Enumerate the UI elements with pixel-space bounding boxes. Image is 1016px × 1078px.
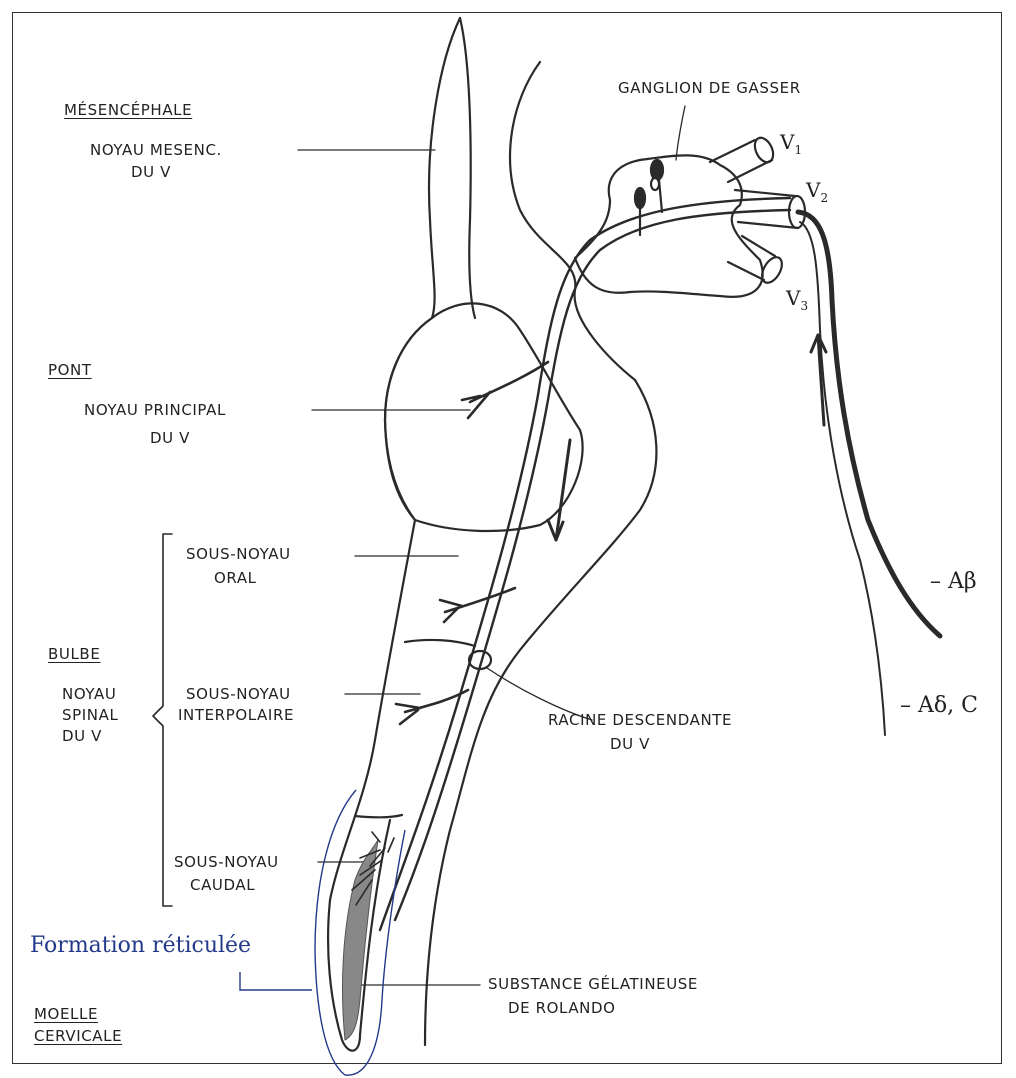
brainstem-right-contour xyxy=(425,62,656,1045)
region-moelle-line2: CERVICALE xyxy=(34,1026,122,1046)
label-a-delta-c: – Aδ, C xyxy=(900,696,978,716)
label-racine-line1: RACINE DESCENDANTE xyxy=(548,710,732,730)
label-v2-letter: V xyxy=(806,178,820,202)
reticular-formation-leader xyxy=(240,972,312,990)
brainstem-inner-contour xyxy=(460,18,475,318)
label-v2: V2 xyxy=(806,180,828,208)
label-ganglion: GANGLION DE GASSER xyxy=(618,78,801,98)
label-spinal-line3: DU V xyxy=(62,726,102,746)
v3-branch xyxy=(728,236,775,280)
label-substance-line2: DE ROLANDO xyxy=(508,998,616,1018)
leader-ganglion xyxy=(676,106,685,160)
label-principal-line2: DU V xyxy=(150,428,190,448)
ganglion-cell-1 xyxy=(651,160,663,180)
descending-root-inner xyxy=(380,198,790,930)
region-mesencephale: MÉSENCÉPHALE xyxy=(64,100,192,120)
label-mesenc-line1: NOYAU MESENC. xyxy=(90,140,222,160)
pons-outline xyxy=(385,303,583,531)
label-oral-line2: ORAL xyxy=(214,568,257,588)
label-caudal-line2: CAUDAL xyxy=(190,875,255,895)
label-substance-line1: SUBSTANCE GÉLATINEUSE xyxy=(488,974,698,994)
label-mesenc-line2: DU V xyxy=(131,162,171,182)
ganglion-cell-3 xyxy=(651,178,659,190)
label-v1: V1 xyxy=(780,132,802,160)
ganglion-cell-2 xyxy=(635,188,645,208)
label-oral-line1: SOUS-NOYAU xyxy=(186,544,291,564)
a-beta-fiber xyxy=(798,212,940,636)
a-delta-c-fiber xyxy=(800,222,885,735)
label-v2-sub: 2 xyxy=(820,191,828,205)
label-spinal-line2: SPINAL xyxy=(62,705,118,725)
label-v1-letter: V xyxy=(780,130,794,154)
label-caudal-line1: SOUS-NOYAU xyxy=(174,852,279,872)
collateral-oral xyxy=(440,588,515,622)
region-pont: PONT xyxy=(48,360,92,380)
label-racine-line2: DU V xyxy=(610,734,650,754)
spinal-nucleus-brace xyxy=(153,534,172,906)
label-v1-sub: 1 xyxy=(794,143,802,157)
label-interpolaire-line1: SOUS-NOYAU xyxy=(186,684,291,704)
label-v3-sub: 3 xyxy=(800,299,808,313)
caudal-boundary xyxy=(355,815,402,817)
region-moelle-line1: MOELLE xyxy=(34,1004,98,1024)
label-spinal-line1: NOYAU xyxy=(62,684,116,704)
substantia-gelatinosa xyxy=(342,840,378,1040)
label-v3-letter: V xyxy=(786,286,800,310)
region-bulbe: BULBE xyxy=(48,644,100,664)
label-v3: V3 xyxy=(786,288,808,316)
label-principal-line1: NOYAU PRINCIPAL xyxy=(84,400,226,420)
label-interpolaire-line2: INTERPOLAIRE xyxy=(178,705,294,725)
descending-arrow-head xyxy=(548,520,563,540)
gasser-ganglion xyxy=(575,155,763,296)
label-a-beta: – Aβ xyxy=(930,572,977,592)
label-formation-reticulee: Formation réticulée xyxy=(30,936,251,956)
oral-interpolar-boundary xyxy=(405,640,475,646)
